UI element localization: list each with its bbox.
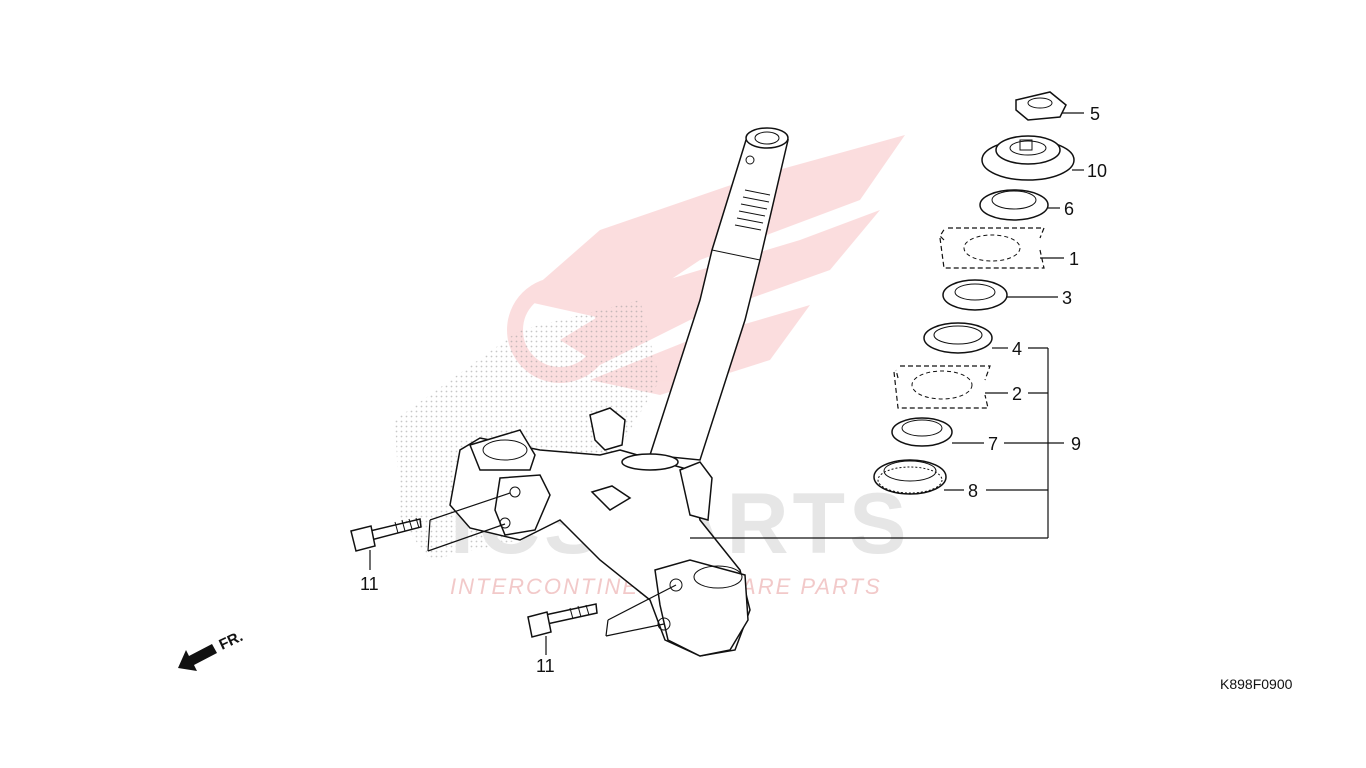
part-6-cone-race: [979, 189, 1049, 221]
callout-11-upper: 11: [360, 574, 379, 594]
front-arrow-icon: [178, 644, 217, 671]
part-10-lock-nut: [981, 135, 1075, 181]
callout-5: 5: [1090, 104, 1100, 124]
callout-8: 8: [968, 481, 978, 501]
bolt-upper: [350, 517, 422, 552]
callout-2: 2: [1012, 384, 1022, 404]
callout-7: 7: [988, 434, 998, 454]
drawing-code: K898F0900: [1220, 676, 1293, 692]
callout-4: 4: [1012, 339, 1022, 359]
part-7-cone-race: [891, 417, 953, 447]
callout-11-lower: 11: [536, 656, 555, 676]
steering-stem: [449, 127, 789, 657]
part-2-ball-retainer: [893, 365, 991, 409]
callout-9: 9: [1071, 434, 1081, 454]
front-direction-marker: FR.: [178, 628, 246, 671]
bolt-leaders: [369, 492, 677, 655]
part-1-ball-retainer: [939, 227, 1045, 269]
callout-6: 6: [1064, 199, 1074, 219]
front-label: FR.: [217, 628, 246, 654]
callout-3: 3: [1062, 288, 1072, 308]
callout-labels: 5 10 6 1 3 4 2 7 9 8 11 11: [360, 104, 1107, 676]
bolt-lower: [527, 603, 598, 638]
callout-leaders: [690, 112, 1084, 539]
part-8-dust-seal: [873, 459, 947, 495]
part-3-ball-race: [942, 279, 1008, 311]
part-5-nut: [1015, 91, 1067, 121]
callout-10: 10: [1087, 161, 1107, 181]
part-4-ball-race: [923, 322, 993, 354]
callout-1: 1: [1069, 249, 1079, 269]
